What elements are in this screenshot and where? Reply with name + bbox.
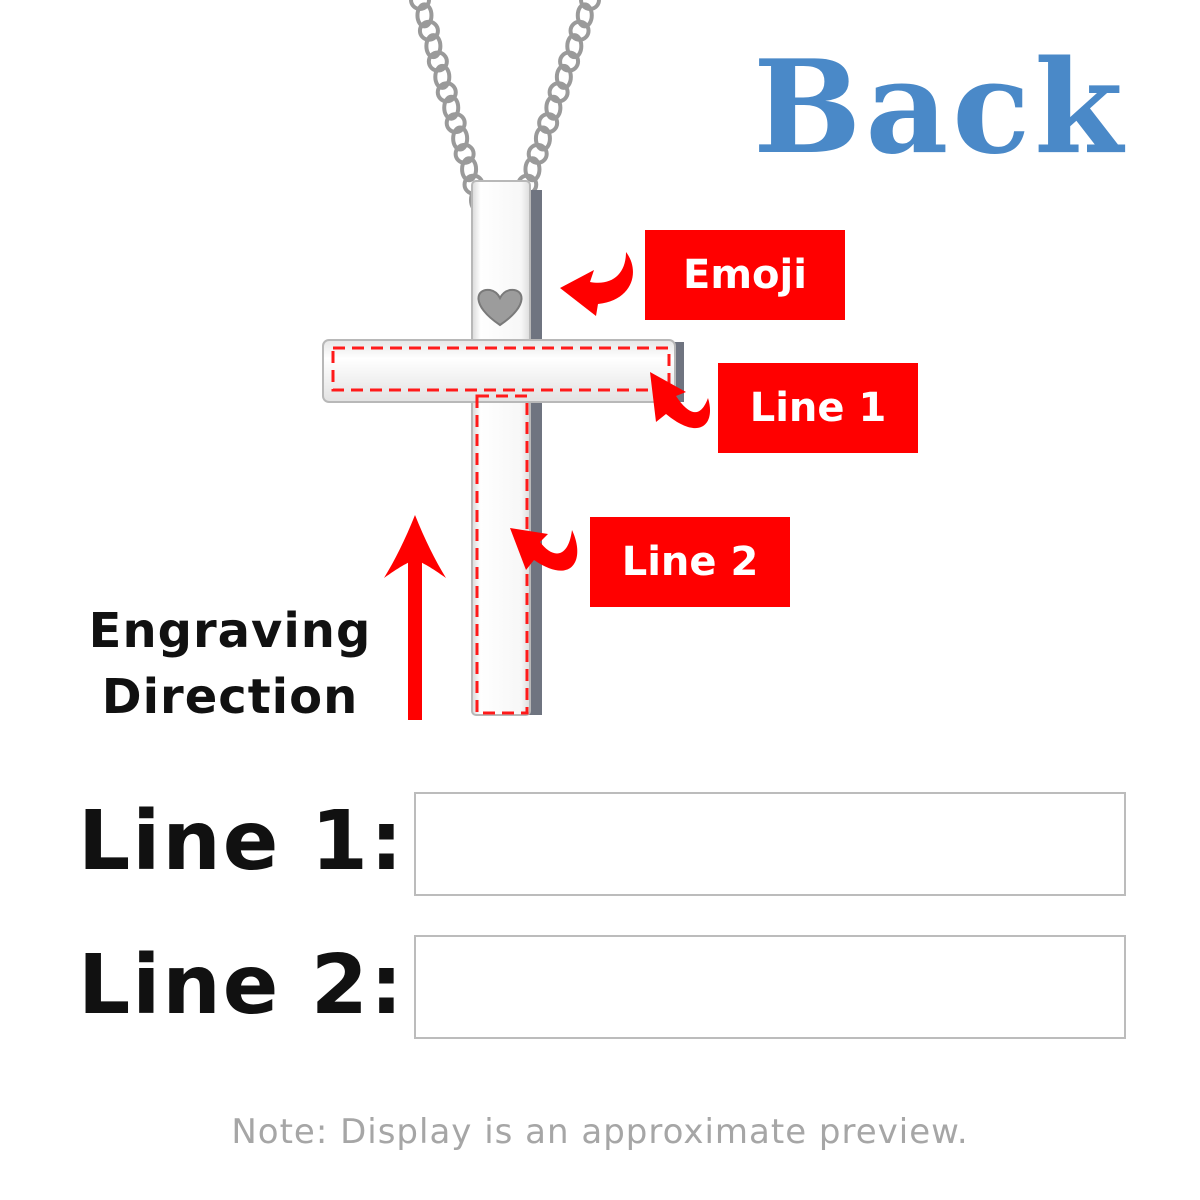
chain-link xyxy=(451,125,470,152)
line1-arrow-icon xyxy=(650,372,711,429)
line2-input[interactable] xyxy=(414,935,1126,1039)
page-title: Back xyxy=(753,33,1127,183)
chain-link xyxy=(554,63,573,90)
emoji-arrow-icon xyxy=(560,252,633,316)
engraving-direction-arrow-icon xyxy=(384,515,446,720)
chain-link xyxy=(424,33,443,60)
cross-pendant-illustration xyxy=(322,0,711,720)
line1-label: Line 1: xyxy=(78,794,405,889)
engraving-direction-label: Engraving Direction xyxy=(60,598,400,730)
callout-arrows xyxy=(510,252,711,571)
cross-horizontal-bar xyxy=(322,339,676,403)
preview-note: Note: Display is an approximate preview. xyxy=(231,1112,969,1152)
chain-link xyxy=(523,156,542,183)
line2-label: Line 2: xyxy=(78,938,405,1033)
cross-side-shadow xyxy=(528,190,542,715)
line1-callout: Line 1 xyxy=(718,363,918,453)
line1-input[interactable] xyxy=(414,792,1126,896)
chain-link xyxy=(460,156,479,183)
chain-link xyxy=(442,94,461,121)
line2-arrow-icon xyxy=(510,528,578,571)
chain-link xyxy=(533,125,552,152)
engraving-direction-line1: Engraving xyxy=(88,603,372,659)
chain xyxy=(409,0,601,213)
heart-icon xyxy=(477,288,523,327)
chain-link xyxy=(565,33,584,60)
chain-link xyxy=(415,2,434,29)
line2-engraving-area xyxy=(475,394,529,715)
line2-callout: Line 2 xyxy=(590,517,790,607)
cross-vertical-bar xyxy=(471,180,531,716)
chain-link xyxy=(544,94,563,121)
chain-link xyxy=(575,2,594,29)
emoji-callout: Emoji xyxy=(645,230,845,320)
engraving-direction-line2: Direction xyxy=(101,669,359,725)
chain-link xyxy=(433,63,452,90)
